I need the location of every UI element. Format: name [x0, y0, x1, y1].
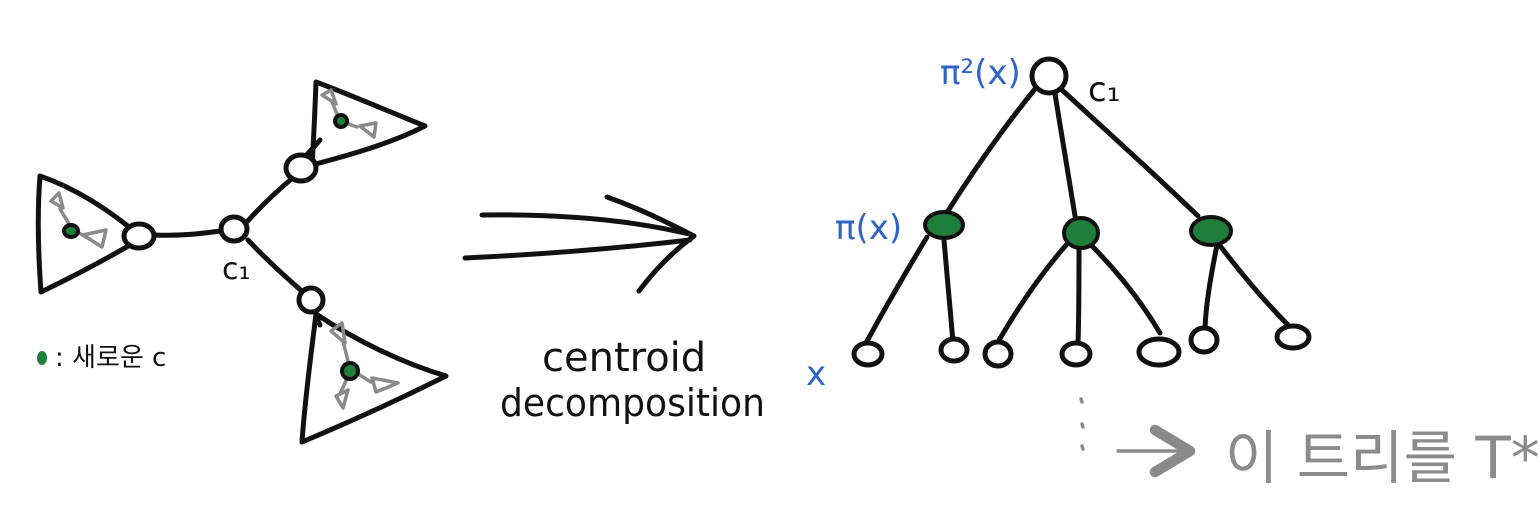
left-boundary-node [121, 221, 157, 251]
leaf-node-3 [982, 339, 1014, 369]
x-label: x [806, 354, 826, 394]
transformation-arrow: centroid decomposition [462, 194, 765, 425]
edge-c1-to-bottom [245, 237, 307, 296]
decomposition-label: decomposition [500, 381, 765, 425]
bottom-boundary-node [296, 285, 326, 315]
top-inner-mini-tree [320, 88, 378, 139]
edge-c1-to-top [243, 173, 298, 226]
bottom-new-centroid-dot [340, 361, 360, 381]
root-label: c₁ [1088, 70, 1120, 110]
left-tree: c₁ : 새로운 c [35, 79, 449, 445]
legend-green-dot [37, 351, 47, 365]
leaf-node-5 [1136, 336, 1182, 368]
left-inner-mini-tree [49, 191, 108, 249]
leaf-node-1 [851, 340, 885, 368]
t-star-annotation: 이 트리를 T* [1079, 397, 1540, 492]
c1-node [218, 214, 250, 244]
left-subtree-triangle [35, 173, 145, 295]
pi-label: π(x) [835, 208, 902, 248]
leaf-node-2 [938, 336, 970, 364]
child-centroid-3 [1189, 215, 1233, 247]
leaf-node-7 [1274, 323, 1312, 351]
leaf-node-4 [1059, 340, 1093, 368]
bottom-inner-mini-tree [329, 321, 400, 410]
left-new-centroid-dot [62, 223, 80, 239]
root-centroid-node [1029, 56, 1069, 96]
top-boundary-node [283, 152, 319, 184]
legend: : 새로운 c [37, 343, 166, 373]
legend-text: : 새로운 c [55, 343, 166, 373]
top-subtree-triangle [309, 79, 428, 168]
pi-squared-label: π²(x) [940, 53, 1021, 93]
left-centroid-label: c₁ [222, 252, 251, 287]
child-centroid-1 [923, 210, 965, 240]
centroid-label: centroid [542, 335, 706, 381]
edge-left-to-c1 [151, 228, 223, 238]
bottom-subtree-triangle [299, 311, 449, 445]
centroid-tree: c₁ π²(x) π(x) x [806, 53, 1312, 394]
t-star-text: 이 트리를 T* [1225, 424, 1540, 492]
child-centroid-2 [1062, 216, 1100, 250]
leaf-node-6 [1188, 325, 1220, 355]
top-new-centroid-dot [333, 113, 349, 129]
